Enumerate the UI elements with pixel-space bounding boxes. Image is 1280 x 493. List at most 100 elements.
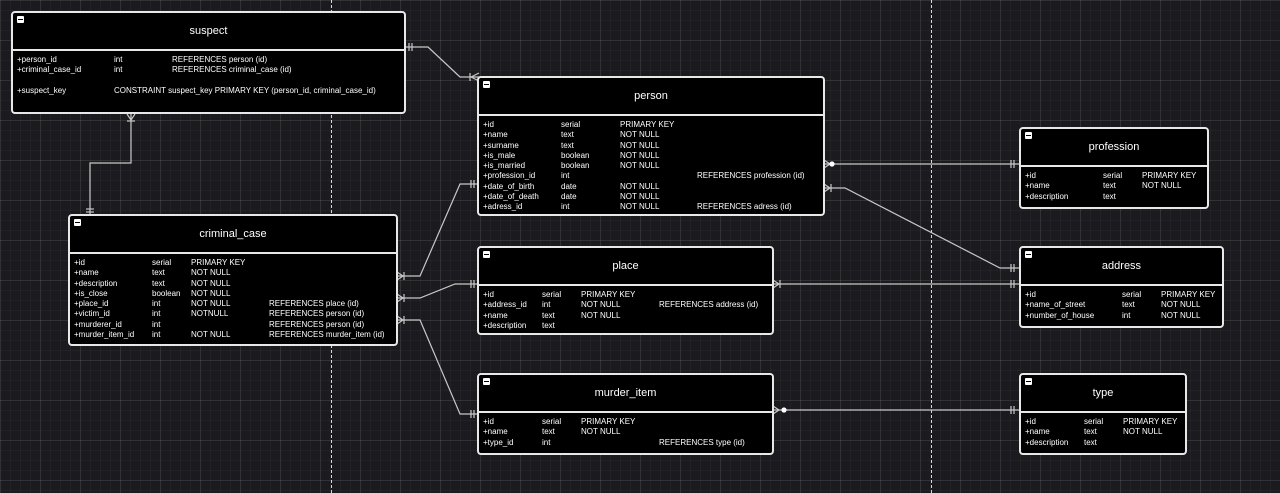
connector-person-address[interactable] (824, 187, 1019, 269)
field-name: +id (1025, 290, 1036, 299)
field-type: text (1122, 300, 1135, 310)
field-constraint: NOT NULL (1161, 300, 1201, 310)
field-constraint: NOT NULL (620, 202, 660, 212)
table-header[interactable]: murder_item (479, 375, 772, 413)
table-header[interactable]: place (479, 248, 772, 286)
field-type: int (152, 319, 161, 329)
field-reference: REFERENCES adress (id) (697, 202, 792, 212)
table-suspect[interactable]: suspect +person_id int REFERENCES person… (11, 11, 406, 114)
field-name: +id (483, 417, 494, 426)
field-constraint: PRIMARY KEY (1142, 171, 1197, 180)
field-row[interactable]: +suspect_key CONSTRAINT suspect_key PRIM… (17, 86, 400, 96)
field-type: date (561, 192, 577, 202)
field-type: text (152, 268, 165, 278)
field-constraint: NOT NULL (620, 181, 660, 191)
field-constraint: NOT NULL (191, 299, 231, 309)
field-row[interactable]: +criminal_case_id int REFERENCES crimina… (17, 65, 400, 75)
field-constraint: NOT NULL (620, 150, 660, 160)
table-fields: +person_id int REFERENCES person (id) +c… (13, 51, 404, 99)
table-header[interactable]: suspect (13, 13, 404, 51)
collapse-toggle-icon[interactable] (1025, 132, 1032, 139)
connector-criminal-case-murder-item[interactable] (397, 319, 479, 415)
connector-dot-type (781, 407, 787, 413)
table-header[interactable]: person (479, 78, 823, 116)
collapse-toggle-icon[interactable] (483, 81, 490, 88)
field-constraint: NOT NULL (1142, 181, 1182, 191)
field-constraint: NOT NULL (191, 330, 231, 340)
collapse-toggle-icon[interactable] (17, 16, 24, 23)
collapse-toggle-icon[interactable] (483, 378, 490, 385)
table-title: type (1092, 387, 1114, 399)
field-type: date (561, 181, 577, 191)
field-name: +name (1025, 181, 1050, 191)
field-row[interactable]: +murderer_id int REFERENCES person (id) (74, 320, 392, 330)
collapse-toggle-icon[interactable] (74, 219, 81, 226)
field-reference: REFERENCES person (id) (172, 55, 268, 64)
field-type: int (152, 299, 161, 309)
table-header[interactable]: profession (1021, 129, 1207, 167)
connector-dot-profession (829, 161, 835, 167)
field-row[interactable]: +person_id int REFERENCES person (id) (17, 55, 400, 65)
field-reference: REFERENCES person (id) (269, 319, 365, 329)
collapse-toggle-icon[interactable] (1025, 378, 1032, 385)
connector-criminal-case-place[interactable] (397, 283, 479, 299)
field-name: +surname (483, 140, 519, 150)
connector-suspect-criminal-case[interactable] (89, 113, 132, 214)
collapse-toggle-icon[interactable] (1025, 251, 1032, 258)
collapse-toggle-icon[interactable] (483, 251, 490, 258)
table-header[interactable]: criminal_case (70, 216, 396, 254)
field-name: +id (483, 290, 494, 299)
connector-suspect-person[interactable] (405, 46, 479, 78)
field-name: +murderer_id (74, 319, 122, 329)
table-header[interactable]: address (1021, 248, 1222, 286)
field-type: serial (1103, 171, 1123, 180)
field-name: +address_id (483, 300, 527, 310)
connector-criminal-case-person[interactable] (397, 183, 479, 277)
table-header[interactable]: type (1021, 375, 1185, 413)
field-name: +date_of_death (483, 192, 539, 202)
